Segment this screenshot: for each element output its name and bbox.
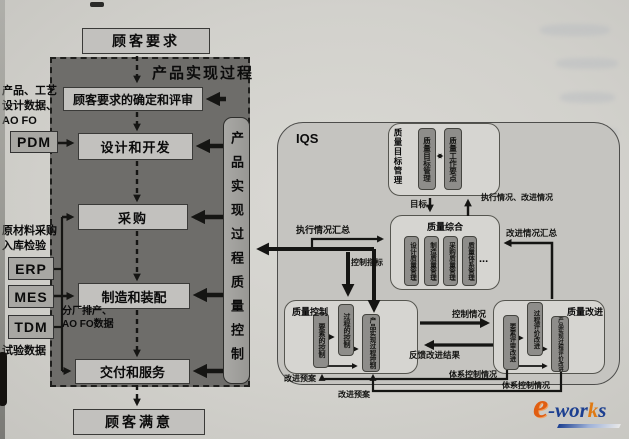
eworks-logo-underline bbox=[557, 424, 621, 428]
step-manufacture-box: 制造和装配 bbox=[78, 283, 190, 309]
element-control-module-label: 要素的控制 bbox=[318, 323, 325, 358]
exec-summary-arrow-label: 执行情况汇总 bbox=[296, 225, 351, 235]
realization-control-module-label: 产品实现过程控制 bbox=[368, 317, 375, 369]
element-review-improve-module: 要素评审改进 bbox=[503, 315, 519, 370]
erp-note-line: 入库检验 bbox=[2, 240, 46, 252]
improve-plan-label: 改进预案 bbox=[338, 390, 370, 399]
scan-edge-blob bbox=[0, 352, 7, 406]
improve-plan-label: 改进预案 bbox=[284, 374, 316, 383]
improve-summary-arrow-label: 改进情况汇总 bbox=[506, 228, 558, 238]
eworks-logo-k: k bbox=[587, 398, 599, 422]
pdm-system-box: PDM bbox=[10, 131, 58, 153]
step-requirement-review-label: 顾客要求的确定和评审 bbox=[72, 92, 193, 107]
realization-evaluate-improve-module: 产品实现过程评价改进 bbox=[551, 316, 569, 372]
mes-note-line: 分厂排产、 bbox=[62, 306, 112, 317]
step-delivery-box: 交付和服务 bbox=[75, 359, 190, 384]
step-requirement-review-box: 顾客要求的确定和评审 bbox=[63, 87, 203, 111]
design-quality-module: 设计质量管理 bbox=[404, 236, 419, 286]
erp-system-box: ERP bbox=[8, 257, 54, 280]
process-control-module: 过程的控制 bbox=[338, 304, 354, 356]
eworks-logo-s: s bbox=[598, 398, 607, 422]
quality-control-bar: 产品实现过程质量控制 bbox=[223, 117, 250, 384]
quality-workpoints-module-label: 质量工作要点 bbox=[448, 136, 458, 182]
scan-speck bbox=[90, 2, 104, 7]
page-bleedthrough-smudge bbox=[560, 92, 615, 103]
exec-improve-arrow-label: 执行情况、改进情况 bbox=[481, 193, 553, 202]
control-index-arrow-label: 控制指标 bbox=[351, 258, 383, 267]
pdm-note-line: 产品、工艺 bbox=[2, 85, 57, 97]
iqs-title: IQS bbox=[296, 131, 319, 146]
customer-requirement-box: 顾客要求 bbox=[82, 28, 210, 54]
eworks-logo-e: e bbox=[533, 388, 549, 425]
page-bleedthrough-smudge bbox=[540, 24, 610, 36]
scan-edge-shadow bbox=[0, 0, 5, 439]
system-quality-module: 质量体系管理 bbox=[462, 236, 477, 286]
design-quality-module-label: 设计质量管理 bbox=[408, 241, 416, 281]
pdm-system-label: PDM bbox=[16, 134, 52, 150]
test-data-note: 试验数据 bbox=[2, 345, 46, 357]
element-review-improve-module-label: 要素评审改进 bbox=[508, 323, 515, 362]
page-bleedthrough-smudge bbox=[556, 58, 618, 69]
quality-workpoints-module: 质量工作要点 bbox=[444, 128, 462, 190]
realization-control-module: 产品实现过程控制 bbox=[362, 314, 380, 372]
erp-system-label: ERP bbox=[15, 260, 47, 277]
quality-target-module-label: 质量目标管理 bbox=[422, 136, 432, 182]
eworks-logo: e-works bbox=[533, 388, 606, 426]
process-evaluate-improve-module-label: 过程评价改进 bbox=[532, 309, 539, 349]
synthesis-ellipsis: ... bbox=[479, 253, 489, 265]
quality-control-bar-label: 产品实现过程质量控制 bbox=[229, 130, 244, 371]
mes-note-line: AO FO数据 bbox=[62, 319, 114, 330]
manufacture-quality-module-label: 制造质量管理 bbox=[428, 241, 436, 281]
pdm-note: 产品、工艺 设计数据、 AO FO bbox=[2, 84, 57, 129]
customer-satisfaction-box: 顾客满意 bbox=[73, 409, 205, 435]
step-manufacture-label: 制造和装配 bbox=[101, 289, 167, 305]
step-design-label: 设计和开发 bbox=[100, 140, 171, 155]
erp-note: 原材料采购 入库检验 bbox=[2, 224, 57, 254]
tdm-system-box: TDM bbox=[8, 315, 54, 339]
system-control-status-label: 体系控制情况 bbox=[449, 370, 497, 379]
system-quality-module-label: 质量体系管理 bbox=[466, 241, 474, 281]
purchase-quality-module-label: 采购质量管理 bbox=[447, 241, 455, 281]
element-control-module: 要素的控制 bbox=[313, 313, 329, 368]
purchase-quality-module: 采购质量管理 bbox=[443, 236, 458, 286]
mes-system-label: MES bbox=[14, 288, 48, 305]
control-status-arrow-label: 控制情况 bbox=[452, 309, 487, 319]
erp-note-line: 原材料采购 bbox=[2, 225, 57, 237]
eworks-logo-wor: -wor bbox=[548, 398, 588, 422]
manufacture-quality-module: 制造质量管理 bbox=[424, 236, 439, 286]
quality-target-module: 质量目标管理 bbox=[418, 128, 436, 190]
process-title: 产品实现过程 bbox=[152, 65, 255, 82]
step-delivery-label: 交付和服务 bbox=[99, 365, 165, 380]
mes-note: 分厂排产、 AO FO数据 bbox=[62, 305, 114, 331]
goal-arrow-label: 目标 bbox=[410, 199, 428, 209]
quality-target-group-label: 质量目标管理 bbox=[393, 128, 403, 185]
realization-evaluate-improve-module-label: 产品实现过程评价改进 bbox=[557, 316, 563, 372]
feedback-result-arrow-label: 反馈改进结果 bbox=[409, 350, 461, 360]
step-purchase-box: 采购 bbox=[78, 204, 188, 230]
pdm-note-line: 设计数据、 bbox=[2, 100, 57, 112]
quality-improve-label: 质量改进 bbox=[567, 307, 604, 317]
pdm-note-line: AO FO bbox=[2, 115, 37, 127]
mes-system-box: MES bbox=[8, 285, 54, 308]
step-purchase-label: 采购 bbox=[117, 210, 148, 226]
quality-synthesis-label: 质量综合 bbox=[427, 222, 464, 232]
customer-requirement-label: 顾客要求 bbox=[112, 33, 180, 49]
step-design-box: 设计和开发 bbox=[78, 133, 193, 160]
customer-satisfaction-label: 顾客满意 bbox=[105, 414, 173, 430]
tdm-system-label: TDM bbox=[14, 319, 48, 335]
process-control-module-label: 过程的控制 bbox=[343, 312, 350, 348]
process-evaluate-improve-module: 过程评价改进 bbox=[527, 302, 543, 356]
quality-control-label: 质量控制 bbox=[292, 307, 329, 317]
